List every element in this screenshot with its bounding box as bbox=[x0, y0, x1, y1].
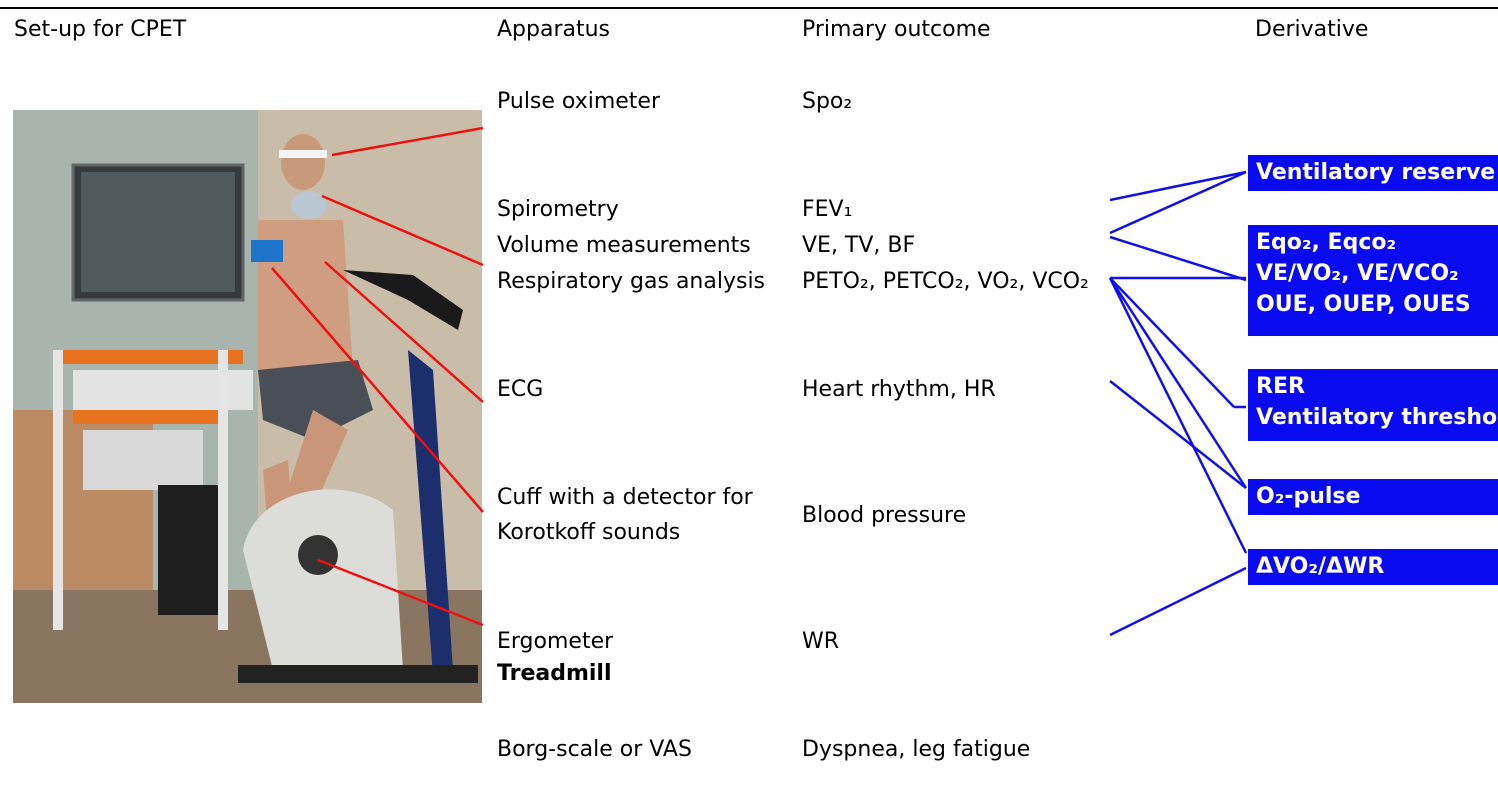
primary-gas-values: PETO₂, PETCO₂, VO₂, VCO₂ bbox=[802, 266, 1089, 297]
derivative-o2-pulse-text: O₂-pulse bbox=[1256, 484, 1360, 509]
primary-spo2: Spo₂ bbox=[802, 86, 852, 117]
apparatus-treadmill: Treadmill bbox=[497, 658, 612, 689]
derivative-connector-lines bbox=[1110, 172, 1246, 635]
derivative-rer-box: RER Ventilatory threshold bbox=[1248, 369, 1498, 441]
derivative-ventilatory-threshold: Ventilatory threshold bbox=[1256, 402, 1490, 433]
primary-ve-tv-bf: VE, TV, BF bbox=[802, 230, 915, 261]
line-gas-rer bbox=[1110, 278, 1234, 407]
line-cuff bbox=[272, 268, 483, 512]
apparatus-spirometry: Spirometry bbox=[497, 194, 619, 225]
line-pulse-oximeter bbox=[332, 128, 483, 155]
derivative-ventilatory-reserve: Ventilatory reserve bbox=[1248, 155, 1498, 191]
apparatus-respiratory-gas: Respiratory gas analysis bbox=[497, 266, 765, 297]
line-ve-eq bbox=[1110, 237, 1246, 280]
derivative-o2-pulse: O₂-pulse bbox=[1248, 479, 1498, 515]
line-ve-vent-reserve bbox=[1110, 172, 1246, 233]
line-ecg bbox=[325, 262, 483, 402]
apparatus-volume-measurements: Volume measurements bbox=[497, 230, 751, 261]
primary-wr: WR bbox=[802, 626, 839, 657]
derivative-dvo2-dwr: ΔVO₂/ΔWR bbox=[1248, 549, 1498, 585]
primary-fev1: FEV₁ bbox=[802, 194, 852, 225]
line-gas-dvo2 bbox=[1110, 278, 1246, 553]
photo-connector-lines bbox=[272, 128, 483, 625]
derivative-dvo2-dwr-text: ΔVO₂/ΔWR bbox=[1256, 554, 1384, 579]
line-gas-o2pulse bbox=[1110, 278, 1246, 488]
derivative-rer: RER bbox=[1256, 371, 1490, 402]
line-wr-dvo2 bbox=[1110, 568, 1246, 635]
derivative-eq-line3: OUE, OUEP, OUES bbox=[1256, 289, 1490, 320]
line-ergometer bbox=[318, 560, 483, 625]
primary-blood-pressure: Blood pressure bbox=[802, 500, 966, 531]
apparatus-ergometer: Ergometer bbox=[497, 626, 613, 657]
apparatus-pulse-oximeter: Pulse oximeter bbox=[497, 86, 660, 117]
apparatus-cuff-line2: Korotkoff sounds bbox=[497, 517, 680, 548]
apparatus-cuff-line1: Cuff with a detector for bbox=[497, 482, 753, 513]
apparatus-borg-scale: Borg-scale or VAS bbox=[497, 734, 692, 765]
derivative-ventilatory-reserve-text: Ventilatory reserve bbox=[1256, 160, 1495, 185]
derivative-eq-line2: VE/VO₂, VE/VCO₂ bbox=[1256, 258, 1490, 289]
derivative-eq-line1: Eqo₂, Eqco₂ bbox=[1256, 227, 1490, 258]
primary-heart-rhythm: Heart rhythm, HR bbox=[802, 374, 996, 405]
primary-dyspnea: Dyspnea, leg fatigue bbox=[802, 734, 1030, 765]
line-fev1-vent-reserve bbox=[1110, 172, 1246, 200]
line-respiratory-gas bbox=[322, 196, 483, 265]
derivative-eq-box: Eqo₂, Eqco₂ VE/VO₂, VE/VCO₂ OUE, OUEP, O… bbox=[1248, 225, 1498, 336]
apparatus-ecg: ECG bbox=[497, 374, 543, 405]
